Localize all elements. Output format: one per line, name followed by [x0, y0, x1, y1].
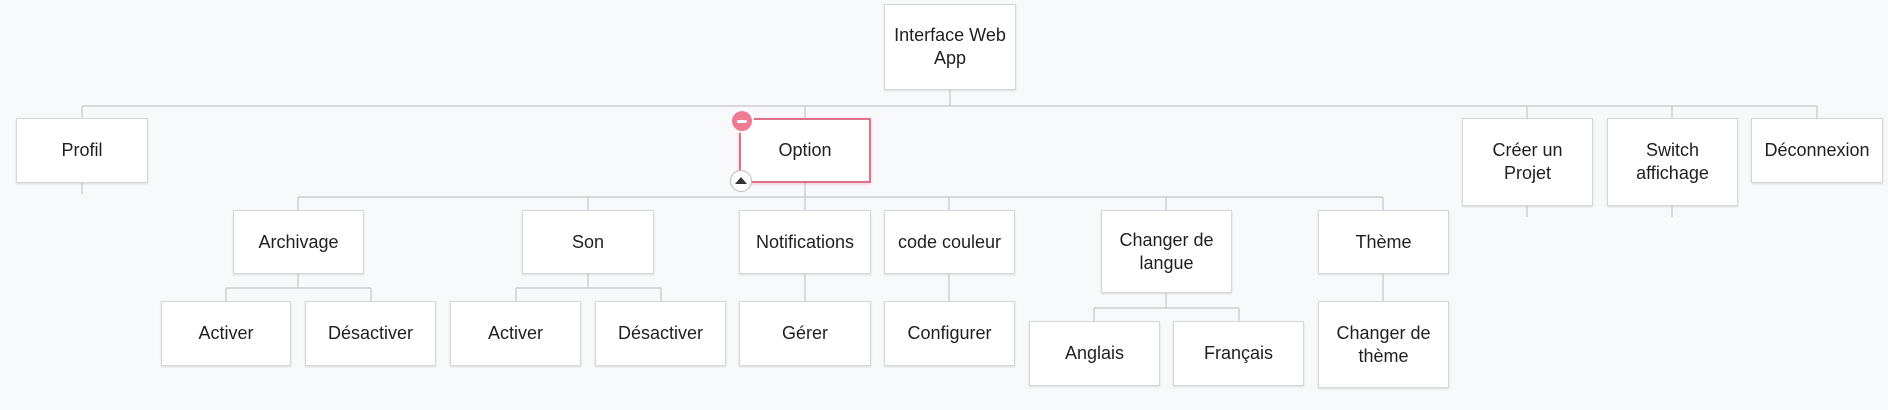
node-son-activer[interactable]: Activer — [450, 301, 581, 366]
node-deconnexion[interactable]: Déconnexion — [1751, 118, 1883, 183]
node-archivage[interactable]: Archivage — [233, 210, 364, 274]
node-archivage-activer[interactable]: Activer — [161, 301, 291, 366]
node-profil[interactable]: Profil — [16, 118, 148, 183]
node-notifications[interactable]: Notifications — [739, 210, 871, 274]
root-node[interactable]: Interface Web App — [884, 4, 1016, 90]
node-creer-projet[interactable]: Créer un Projet — [1462, 118, 1593, 206]
node-langue-anglais[interactable]: Anglais — [1029, 321, 1160, 386]
node-code-couleur[interactable]: code couleur — [884, 210, 1015, 274]
node-notifications-gerer[interactable]: Gérer — [739, 301, 871, 366]
node-option[interactable]: Option — [739, 118, 871, 183]
minus-circle-icon[interactable] — [732, 111, 752, 131]
collapse-up-icon[interactable] — [730, 170, 752, 192]
node-code-couleur-configurer[interactable]: Configurer — [884, 301, 1015, 366]
node-son[interactable]: Son — [522, 210, 654, 274]
node-son-desactiver[interactable]: Désactiver — [595, 301, 726, 366]
node-langue-francais[interactable]: Français — [1173, 321, 1304, 386]
node-archivage-desactiver[interactable]: Désactiver — [305, 301, 436, 366]
node-switch-affichage[interactable]: Switch affichage — [1607, 118, 1738, 206]
node-theme[interactable]: Thème — [1318, 210, 1449, 274]
node-changer-langue[interactable]: Changer de langue — [1101, 210, 1232, 293]
node-theme-changer[interactable]: Changer de thème — [1318, 301, 1449, 388]
